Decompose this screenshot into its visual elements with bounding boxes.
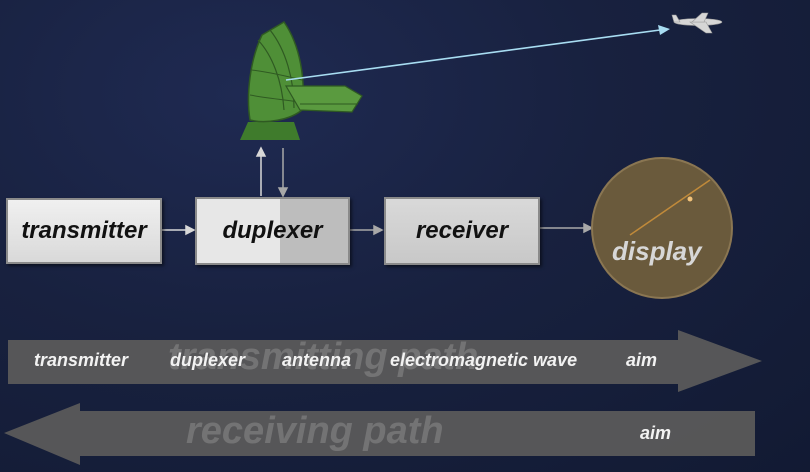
receiving-path-arrow <box>4 403 755 465</box>
transmitter-label: transmitter <box>21 217 147 244</box>
tx-step-duplexer: duplexer <box>170 350 246 370</box>
display-label: display <box>612 236 702 266</box>
duplexer-to-antenna-head <box>255 146 267 157</box>
tx-step-aim: aim <box>626 350 658 370</box>
transmitting-path-label: transmitting path <box>168 336 479 378</box>
tx-step-electromagnetic-wave: electromagnetic wave <box>390 350 578 370</box>
display-sweep-line <box>629 179 711 236</box>
transmitting-path-arrow <box>8 330 762 392</box>
antenna-to-duplexer-head <box>277 187 289 198</box>
transmitter-block: transmitter <box>6 198 162 264</box>
duplexer-label: duplexer <box>222 217 323 244</box>
receiving-path-label: receiving path <box>186 410 444 452</box>
display-screen <box>591 157 733 299</box>
receiver-to-display-head <box>583 222 594 234</box>
receiver-label: receiver <box>415 217 509 244</box>
display-blip <box>687 196 693 202</box>
airplane-icon <box>671 12 723 34</box>
tx-step-transmitter: transmitter <box>34 350 129 370</box>
electromagnetic-beam-line <box>285 29 661 81</box>
tx-step-antenna: antenna <box>282 350 352 370</box>
electromagnetic-beam-head <box>658 25 670 35</box>
receiver-block: receiver <box>384 197 540 265</box>
duplexer-to-receiver-head <box>373 224 384 236</box>
duplexer-block: duplexer <box>195 197 350 265</box>
rx-step-aim: aim <box>640 423 672 443</box>
transmitter-to-duplexer-head <box>185 224 196 236</box>
radar-antenna-icon <box>240 20 363 140</box>
